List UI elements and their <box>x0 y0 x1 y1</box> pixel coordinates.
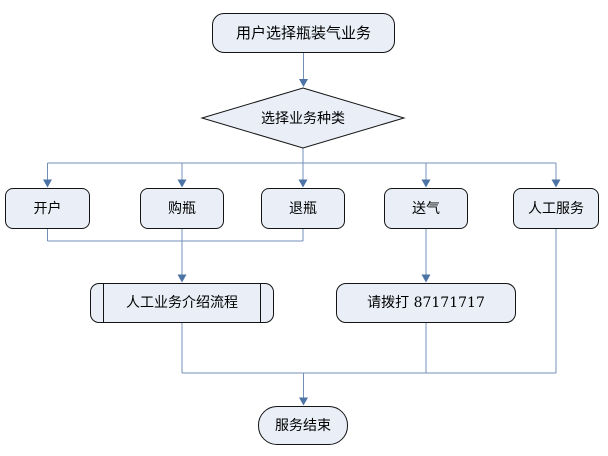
arrowhead-into-decision <box>299 79 308 87</box>
arrowheads <box>43 79 561 406</box>
open-account-label: 开户 <box>33 200 62 217</box>
decision-node: 选择业务种类 <box>202 88 404 148</box>
call-number-node: 请拨打 87171717 <box>336 283 516 323</box>
end-node-label: 服务结束 <box>275 417 331 434</box>
open-account-node: 开户 <box>5 188 90 229</box>
decision-diamond-shape <box>200 87 406 149</box>
arrowhead-into-open <box>43 179 52 188</box>
intro-process-label: 人工业务介绍流程 <box>126 295 238 311</box>
arrowhead-into-return <box>298 179 308 188</box>
buy-bottle-label: 购瓶 <box>168 200 196 217</box>
arrowhead-into-call <box>421 274 431 283</box>
decision-node-label: 选择业务种类 <box>261 111 345 127</box>
arrowhead-into-end <box>299 397 308 406</box>
start-node-label: 用户选择瓶装气业务 <box>235 23 371 42</box>
arrowhead-into-buy <box>177 179 187 188</box>
manual-service-node: 人工服务 <box>513 188 599 229</box>
call-number-label: 请拨打 87171717 <box>367 295 485 311</box>
manual-service-label: 人工服务 <box>528 200 584 217</box>
buy-bottle-node: 购瓶 <box>140 188 224 229</box>
intro-process-node: 人工业务介绍流程 <box>90 283 274 323</box>
return-bottle-label: 退瓶 <box>289 200 317 217</box>
deliver-gas-label: 送气 <box>412 200 440 217</box>
arrowhead-into-deliver <box>421 179 431 188</box>
arrowhead-into-intro <box>177 274 187 283</box>
return-bottle-node: 退瓶 <box>261 188 345 229</box>
deliver-gas-node: 送气 <box>384 188 468 229</box>
start-node: 用户选择瓶装气业务 <box>212 13 395 53</box>
end-node: 服务结束 <box>258 406 348 445</box>
arrowhead-into-manual <box>551 179 561 188</box>
